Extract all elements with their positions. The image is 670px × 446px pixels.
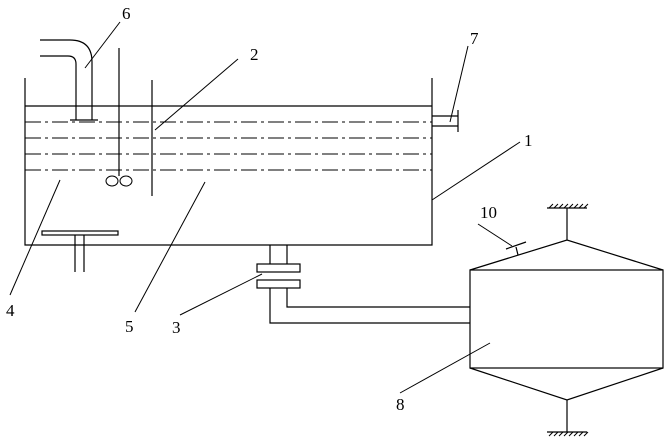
vessel-body [469,269,664,369]
label-6: 6 [122,4,131,23]
label-2: 2 [250,45,259,64]
labels: 6 2 7 1 10 4 5 3 8 [6,4,533,414]
outlet-pipe [256,245,470,324]
label-7: 7 [470,29,479,48]
inlet-pipe [40,39,98,121]
vessel [469,203,664,437]
bottom-ground-hatch [548,431,589,437]
label-4: 4 [6,301,15,320]
label-8: 8 [396,395,405,414]
agitator [105,48,133,187]
top-ground-hatch [548,203,589,209]
vessel-top-cone [469,239,664,271]
lower-flange [256,279,301,289]
label-1: 1 [524,131,533,150]
label-3: 3 [172,318,181,337]
vent-cap [505,241,527,250]
label-10: 10 [480,203,497,222]
label-5: 5 [125,317,134,336]
vessel-bottom-cone [469,367,664,401]
tank [24,78,433,246]
bottom-distributor [41,230,119,272]
vent-nozzle [515,246,519,256]
overflow-pipe [432,110,459,132]
upper-flange [256,263,301,273]
leader-lines [9,21,521,394]
